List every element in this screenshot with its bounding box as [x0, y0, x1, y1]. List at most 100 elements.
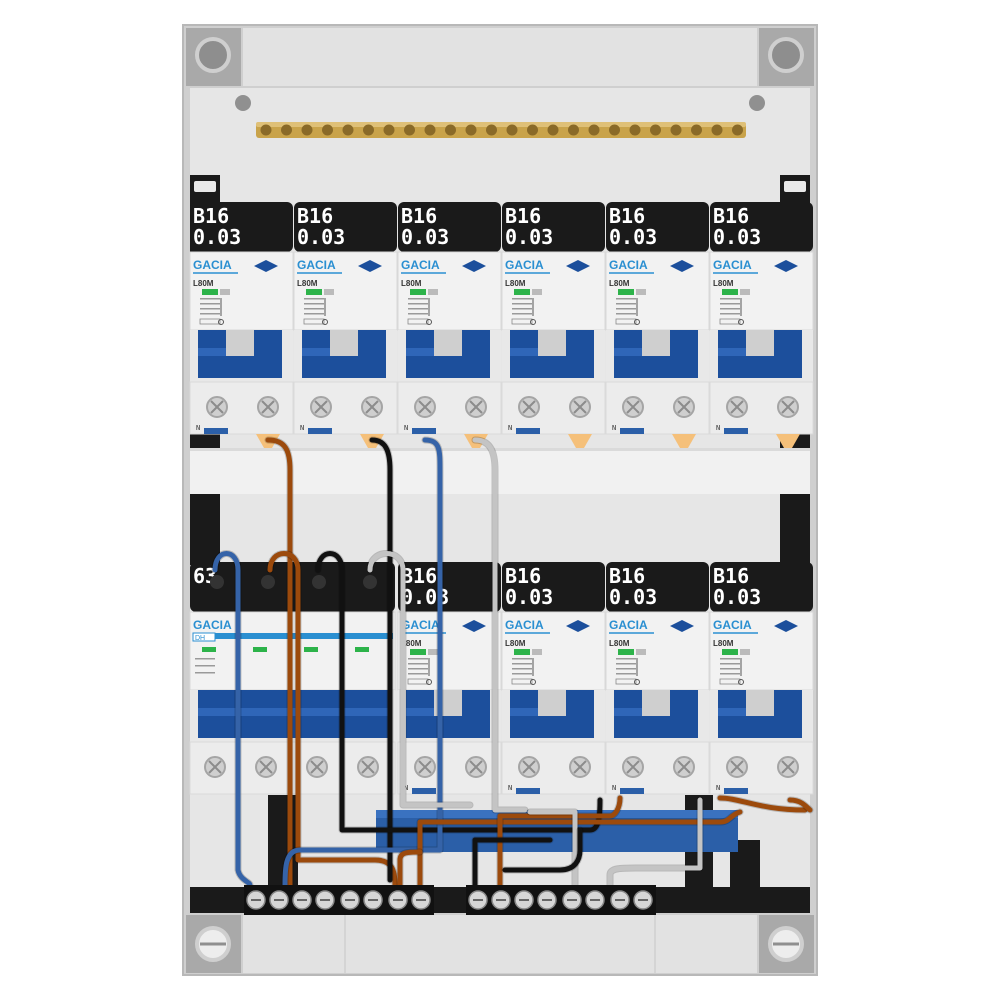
terminal-screw	[514, 890, 534, 910]
brown-wire	[397, 849, 423, 888]
busbar-screw	[547, 124, 559, 136]
model-label: L80M	[713, 639, 734, 648]
terminal-screw	[562, 890, 582, 910]
terminal-screw	[361, 396, 383, 418]
terminal-screw	[610, 890, 630, 910]
sensitivity-label: 0.03	[713, 225, 761, 249]
sensitivity-label: 0.03	[297, 225, 345, 249]
terminal-mark: N	[716, 424, 720, 432]
corner-mount-bottom-left	[186, 915, 241, 973]
terminal-mark: N	[404, 424, 408, 432]
model-label: L80M	[609, 279, 630, 288]
brand-logo: GACIA	[609, 258, 648, 272]
corner-mount-bottom-right	[759, 915, 814, 973]
rating-label: B16	[401, 204, 437, 228]
status-indicator	[355, 647, 369, 652]
model-label: L80M	[401, 279, 422, 288]
status-indicator	[304, 647, 318, 652]
busbar-screw	[588, 124, 600, 136]
busbar-screw	[260, 124, 272, 136]
black-wire	[369, 437, 393, 883]
rating-label: B16	[713, 204, 749, 228]
terminal-mark: N	[612, 424, 616, 432]
terminal-screw	[468, 890, 488, 910]
busbar-screw	[363, 124, 374, 136]
status-indicator	[618, 649, 634, 655]
busbar-screw	[732, 124, 743, 136]
terminal-screw	[726, 396, 748, 418]
rating-label: B16	[297, 204, 333, 228]
terminal-mark: N	[716, 784, 720, 792]
rail-screw	[749, 95, 765, 111]
terminal-screw	[777, 756, 799, 778]
grey-wire	[367, 551, 473, 808]
blue-wire	[212, 551, 253, 888]
black-wire	[472, 837, 553, 888]
terminal-screw	[388, 890, 408, 910]
black-wire	[502, 827, 583, 873]
terminal-mark: N	[508, 424, 512, 432]
status-indicator	[410, 289, 426, 295]
terminal-screw	[257, 396, 279, 418]
neutral-terminal-bar	[466, 885, 656, 915]
brown-wire	[787, 797, 813, 813]
brown-wire	[265, 437, 293, 888]
terminal-screw	[537, 890, 557, 910]
terminal-screw	[310, 396, 332, 418]
terminal-screw	[340, 890, 360, 910]
brand-logo: GACIA	[401, 258, 440, 272]
bracket-slot	[194, 181, 216, 192]
terminal-mark: N	[508, 784, 512, 792]
diamond-logo-icon	[774, 620, 798, 632]
sensitivity-label: 0.03	[401, 225, 449, 249]
terminal-screw	[622, 756, 644, 778]
bracket-slot	[784, 181, 806, 192]
brand-logo: GACIA	[505, 618, 544, 632]
busbar-screw	[281, 124, 292, 136]
busbar-screw	[568, 124, 579, 136]
sensitivity-label: 0.03	[193, 225, 241, 249]
terminal-screw	[569, 396, 591, 418]
terminal-screw	[518, 756, 540, 778]
status-indicator	[722, 289, 738, 295]
brand-logo: GACIA	[713, 618, 752, 632]
rating-label: B16	[401, 564, 437, 588]
terminal-screw	[204, 756, 226, 778]
terminal-screw	[465, 756, 487, 778]
terminal-screw	[633, 890, 653, 910]
model-label: L80M	[401, 639, 422, 648]
terminal-screw	[622, 396, 644, 418]
model-label: DH	[195, 635, 205, 642]
diamond-logo-icon	[774, 260, 798, 272]
terminal-screw	[673, 756, 695, 778]
busbar-screw	[691, 124, 702, 136]
copper-tails	[256, 434, 800, 448]
top-cover	[243, 28, 757, 86]
busbar-screw	[404, 124, 415, 136]
model-label: L80M	[193, 279, 214, 288]
brand-logo: GACIA	[713, 258, 752, 272]
diamond-logo-icon	[566, 620, 590, 632]
terminal-mark: N	[196, 424, 200, 432]
busbar-screw	[506, 124, 518, 136]
sensitivity-label: 0.03	[505, 585, 553, 609]
model-label: L80M	[713, 279, 734, 288]
terminal-screw	[315, 890, 335, 910]
top-breaker-row: B160.03GACIAL80MNB160.03GACIAL80MNB160.0…	[189, 202, 814, 448]
status-indicator	[202, 289, 218, 295]
rating-label: B16	[609, 204, 645, 228]
busbar-screw	[527, 124, 538, 136]
